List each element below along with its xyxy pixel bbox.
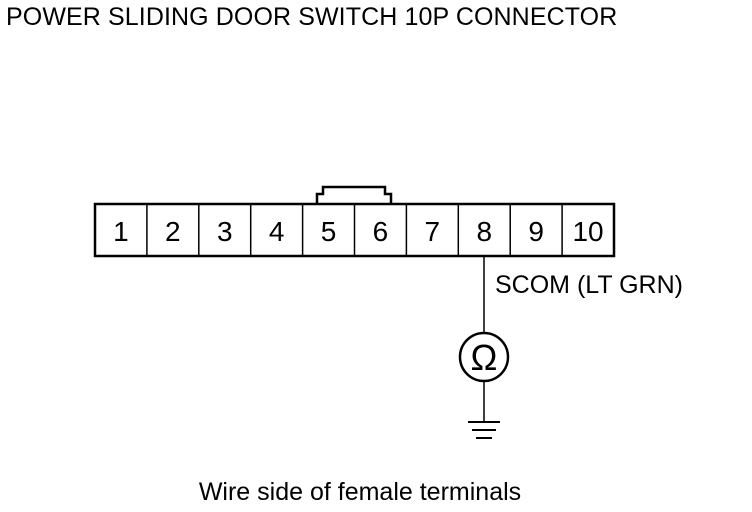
terminal-1: 1 <box>113 216 129 247</box>
terminal-8: 8 <box>476 216 492 247</box>
diagram-caption: Wire side of female terminals <box>198 478 522 506</box>
terminal-4: 4 <box>269 216 285 247</box>
terminal-labels: 1 2 3 4 5 6 7 8 9 10 <box>113 216 603 247</box>
ohm-symbol: Ω <box>471 337 498 378</box>
terminal-2: 2 <box>165 216 181 247</box>
terminal-dividers <box>146 204 563 256</box>
terminal-10: 10 <box>572 216 603 247</box>
terminal-9: 9 <box>528 216 544 247</box>
terminal-3: 3 <box>217 216 233 247</box>
ground-icon <box>468 421 500 439</box>
ohmmeter-icon: Ω <box>458 331 510 383</box>
diagram-title: POWER SLIDING DOOR SWITCH 10P CONNECTOR <box>6 3 618 31</box>
terminal-6: 6 <box>373 216 389 247</box>
wire-label: SCOM (LT GRN) <box>495 271 683 299</box>
connector-lock-tab <box>315 185 393 204</box>
terminal-7: 7 <box>425 216 441 247</box>
terminal-5: 5 <box>321 216 337 247</box>
